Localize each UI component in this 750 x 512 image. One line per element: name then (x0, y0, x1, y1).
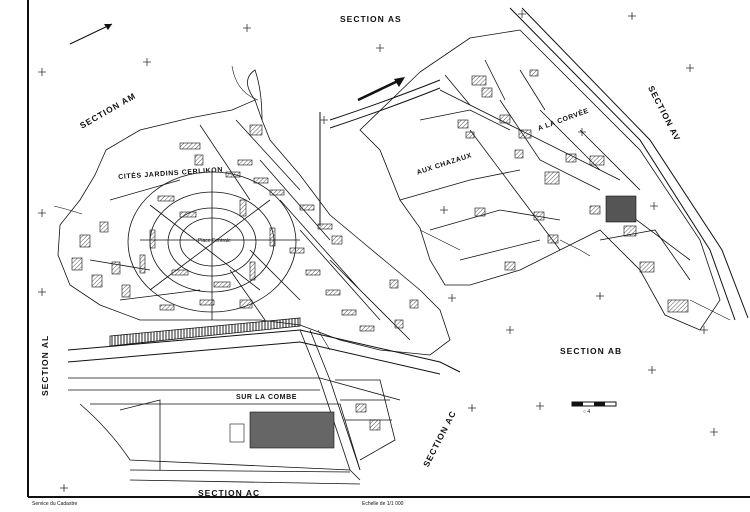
cite-jardins-district (57, 69, 451, 356)
buildings-sur-la-combe (229, 403, 381, 449)
grid-crosses (38, 10, 718, 492)
section-label-ac-bottom: SECTION AC (198, 488, 261, 498)
section-label-al: SECTION AL (40, 334, 50, 396)
footer-scale: Echelle de 1/1 000 (362, 501, 404, 507)
svg-text:○ 4: ○ 4 (583, 409, 590, 415)
section-label-ab: SECTION AB (560, 346, 623, 356)
map-frame (27, 0, 750, 498)
north-arrow-icon (357, 77, 405, 102)
locality-label-place-centrale: Place Centrale (198, 238, 231, 244)
locality-label-sur-la-combe: SUR LA COMBE (236, 394, 297, 401)
railway-line (67, 317, 461, 471)
north-arrow-icon (69, 23, 113, 45)
footer-service: Service du Cadastre (32, 501, 78, 507)
sur-la-combe-area (79, 329, 396, 485)
avenue-diagonal (319, 7, 749, 321)
section-label-as: SECTION AS (340, 14, 402, 24)
buildings-cite-jardins (71, 124, 419, 332)
streams-and-paths (53, 65, 731, 351)
scale-bar-icon: ○ 4 (571, 401, 617, 415)
buildings-upper-right (457, 69, 689, 313)
